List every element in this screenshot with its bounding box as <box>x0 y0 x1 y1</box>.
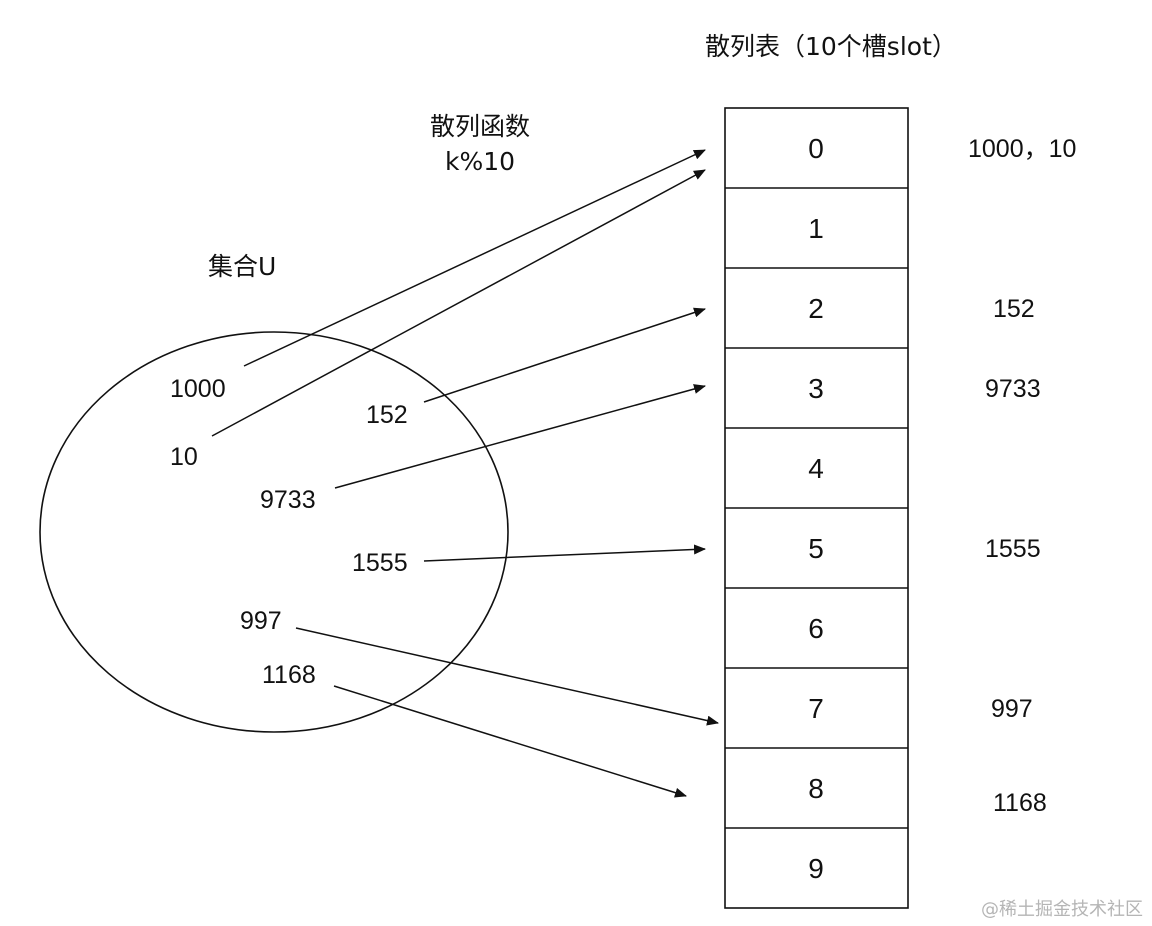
hash-arrows <box>211 149 719 798</box>
watermark: @稀土掘金技术社区 <box>981 899 1143 920</box>
slot-index-6: 6 <box>808 613 824 644</box>
arrow-9733-to-slot3 <box>334 384 706 489</box>
hash-table: 0 1 2 3 4 5 6 7 8 9 <box>724 107 909 909</box>
stored-value-slot0: 1000，10 <box>968 135 1076 163</box>
arrow-997-to-slot7 <box>295 627 719 726</box>
slot-index-7: 7 <box>808 693 824 724</box>
key-10: 10 <box>170 443 198 471</box>
arrow-152-to-slot2 <box>423 307 706 403</box>
stored-value-slot5: 1555 <box>985 535 1041 563</box>
key-152: 152 <box>366 401 408 429</box>
table-title: 散列表（10个槽slot） <box>705 32 957 61</box>
stored-value-slot2: 152 <box>993 295 1035 323</box>
slot-index-9: 9 <box>808 853 824 884</box>
key-997: 997 <box>240 607 282 635</box>
slot-index-4: 4 <box>808 453 824 484</box>
slot-index-0: 0 <box>808 133 824 164</box>
slot-index-3: 3 <box>808 373 824 404</box>
arrow-10-to-slot0 <box>211 169 706 437</box>
set-label: 集合U <box>208 252 276 281</box>
key-1000: 1000 <box>170 375 226 403</box>
slot-index-2: 2 <box>808 293 824 324</box>
key-1168: 1168 <box>262 661 316 689</box>
arrow-1000-to-slot0 <box>243 149 706 367</box>
stored-value-slot3: 9733 <box>985 375 1041 403</box>
stored-value-slot8: 1168 <box>993 789 1047 817</box>
slot-index-8: 8 <box>808 773 824 804</box>
slot-index-5: 5 <box>808 533 824 564</box>
key-1555: 1555 <box>352 549 408 577</box>
slot-index-1: 1 <box>808 213 824 244</box>
arrow-1555-to-slot5 <box>423 544 706 562</box>
key-9733: 9733 <box>260 486 316 514</box>
set-ellipse <box>39 331 509 733</box>
stored-value-slot7: 997 <box>991 695 1033 723</box>
hash-function-formula: k%10 <box>445 147 515 176</box>
hash-function-label: 散列函数 <box>430 112 530 141</box>
arrow-1168-to-slot8 <box>333 685 687 798</box>
